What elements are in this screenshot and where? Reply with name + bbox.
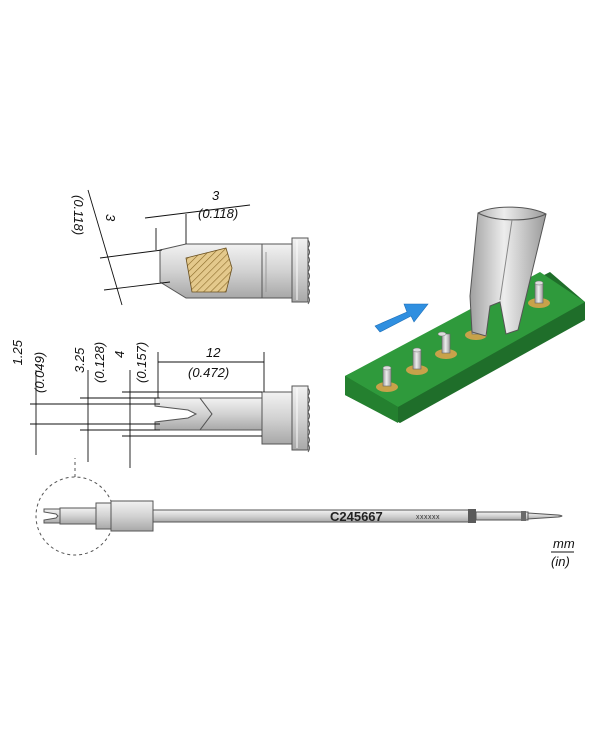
dim-inner-width-mm: 3.25 (72, 347, 87, 373)
dim-side-line (87, 189, 123, 306)
part-number: C245667 (330, 509, 383, 524)
front-view-ribbed-end (291, 385, 309, 451)
dim-length-in: (0.472) (188, 365, 229, 380)
dim-outer-width-mm: 4 (112, 351, 127, 358)
side-view-tip: 3 (0.118) 3 (0.118) (71, 188, 310, 306)
unit-secondary: (in) (551, 554, 570, 569)
direction-arrow-icon (374, 303, 429, 333)
side-view-ribbed-end (291, 237, 309, 303)
dim-outer-width-in: (0.157) (134, 342, 149, 383)
dim-slot-width-mm: 1.25 (10, 339, 25, 365)
dim-top-line (144, 204, 251, 219)
dim-side-ext-bottom (103, 281, 171, 291)
dim-inner-width-in: (0.128) (92, 342, 107, 383)
dim-length-mm: 12 (206, 345, 221, 360)
side-view-hatched-face (185, 247, 233, 293)
serial-marking: xxxxxx (416, 514, 440, 521)
dim-side-height-mm: 3 (103, 214, 118, 222)
dim-top-width-mm: 3 (212, 188, 220, 203)
front-view-tip: 1.25 (0.049) 3.25 (0.128) 4 (0.157) 12 (… (10, 339, 310, 468)
units-legend: mm (in) (551, 536, 575, 569)
tip-end (527, 512, 563, 520)
application-illustration (345, 206, 585, 423)
application-tip (469, 206, 547, 337)
full-tip-view: C245667 xxxxxx (35, 458, 563, 556)
dim-slot-width-in: (0.049) (32, 352, 47, 393)
pcb-pins (376, 280, 550, 392)
unit-primary: mm (553, 536, 575, 551)
side-view-collar (261, 243, 293, 299)
front-view-collar (261, 391, 293, 445)
dim-side-height-in: (0.118) (71, 195, 86, 235)
dim-side-ext-top (99, 249, 163, 259)
dim-top-width-in: (0.118) (198, 206, 238, 221)
pcb-board (345, 272, 585, 407)
